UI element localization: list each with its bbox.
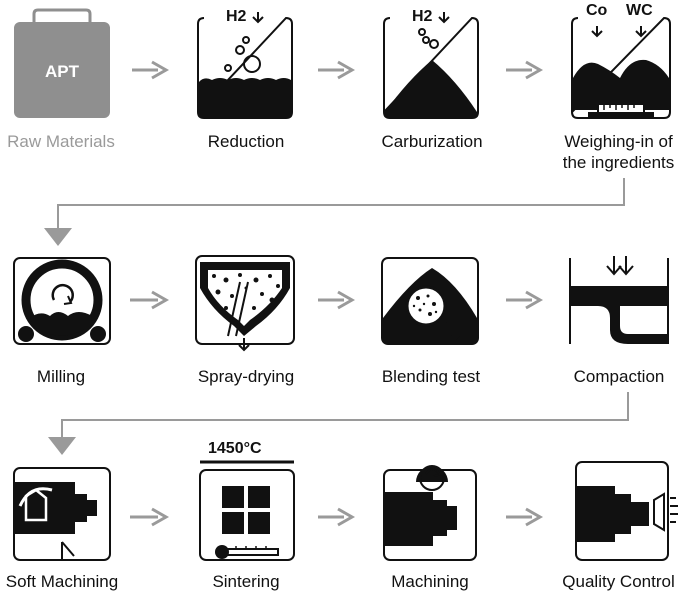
step-label-quality-control: Quality Control [562, 572, 675, 591]
step-label-carburization: Carburization [381, 132, 483, 151]
apt-container-icon: APT [14, 8, 110, 118]
spray-dryer-icon [195, 255, 295, 352]
step-label-compaction: Compaction [573, 367, 665, 386]
step-label-weighing-in-line2: the ingredients [562, 153, 675, 172]
step-label-raw-materials: Raw Materials [7, 132, 115, 151]
carburization-icon [382, 12, 479, 119]
wc-label: WC [626, 2, 653, 19]
step-label-sintering: Sintering [212, 572, 280, 591]
flow-arrow [506, 290, 544, 310]
flow-arrow [506, 60, 544, 80]
flow-arrow [318, 507, 356, 527]
h2-carburization-label: H2 [412, 8, 433, 25]
row-connector-arrow [48, 392, 629, 455]
temperature-label: 1450°C [208, 440, 262, 457]
sintering-furnace-icon [199, 460, 295, 561]
flow-arrow [130, 290, 170, 310]
step-label-milling: Milling [36, 367, 86, 386]
row-connector-arrow [44, 178, 625, 246]
weighing-scale-icon [570, 16, 671, 119]
h2-reduction-label: H2 [226, 8, 247, 25]
blending-test-magnifier-icon [381, 257, 479, 345]
compaction-press-icon [569, 256, 669, 344]
step-label-weighing-in-line1: Weighing-in of [564, 132, 673, 151]
flow-arrow [318, 60, 356, 80]
step-label-spray-drying: Spray-drying [197, 367, 295, 386]
step-label-machining: Machining [391, 572, 469, 591]
machining-icon [383, 465, 477, 561]
co-label: Co [586, 2, 608, 19]
step-label-soft-machining: Soft Machining [5, 572, 119, 591]
flow-arrow [132, 60, 170, 80]
flow-arrow [318, 290, 356, 310]
reduction-icon [196, 12, 293, 119]
step-label-blending-test: Blending test [381, 367, 481, 386]
apt-label: APT [45, 62, 80, 81]
quality-control-icon [575, 461, 678, 561]
soft-machining-icon [13, 467, 111, 561]
flow-arrow [506, 507, 544, 527]
milling-drum-icon [13, 257, 111, 345]
flow-arrow [130, 507, 170, 527]
step-label-reduction: Reduction [207, 132, 285, 151]
